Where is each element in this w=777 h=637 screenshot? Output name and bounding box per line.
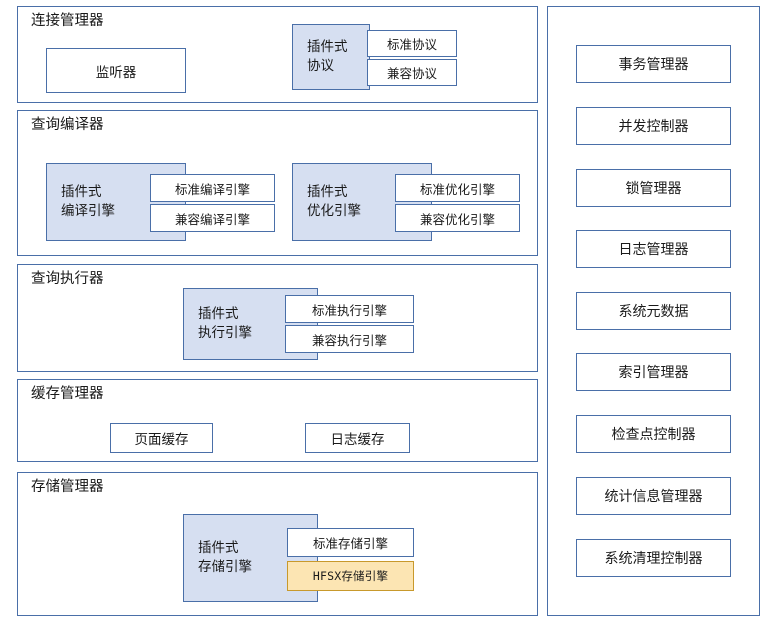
plugin-label-line-1: 插件式 [61, 184, 102, 200]
engine-hfsx-storage[interactable]: HFSX存储引擎 [287, 561, 414, 591]
panel-item-system-cleanup-controller[interactable]: 系统清理控制器 [576, 539, 731, 577]
engine-standard-compile[interactable]: 标准编译引擎 [150, 174, 275, 202]
section-title: 缓存管理器 [31, 386, 104, 402]
section-title: 查询编译器 [31, 117, 104, 133]
engine-compatible-protocol[interactable]: 兼容协议 [367, 59, 457, 86]
section-title: 连接管理器 [31, 13, 104, 29]
plugin-label-line-1: 插件式 [307, 184, 348, 200]
plugin-label-line-2: 协议 [307, 58, 334, 73]
panel-item-index-manager[interactable]: 索引管理器 [576, 353, 731, 391]
section-title: 存储管理器 [31, 479, 104, 495]
plugin-label-line-1: 插件式 [307, 39, 348, 55]
panel-item-concurrency-controller[interactable]: 并发控制器 [576, 107, 731, 145]
panel-item-statistics-manager[interactable]: 统计信息管理器 [576, 477, 731, 515]
panel-item-log-manager[interactable]: 日志管理器 [576, 230, 731, 268]
box-page-cache[interactable]: 页面缓存 [110, 423, 213, 453]
plugin-label-line-1: 插件式 [198, 306, 239, 322]
box-log-cache[interactable]: 日志缓存 [305, 423, 410, 453]
plugin-label-line-2: 执行引擎 [198, 325, 252, 340]
plugin-label-line-2: 优化引擎 [307, 203, 361, 218]
plugin-protocol[interactable]: 插件式 协议 [292, 24, 370, 90]
engine-standard-execute[interactable]: 标准执行引擎 [285, 295, 414, 323]
engine-standard-storage[interactable]: 标准存储引擎 [287, 528, 414, 557]
plugin-label-line-2: 存储引擎 [198, 559, 252, 574]
plugin-label-line-2: 编译引擎 [61, 203, 115, 218]
panel-item-transaction-manager[interactable]: 事务管理器 [576, 45, 731, 83]
panel-item-system-metadata[interactable]: 系统元数据 [576, 292, 731, 330]
panel-item-lock-manager[interactable]: 锁管理器 [576, 169, 731, 207]
engine-compatible-optimize[interactable]: 兼容优化引擎 [395, 204, 520, 232]
engine-standard-optimize[interactable]: 标准优化引擎 [395, 174, 520, 202]
engine-compatible-compile[interactable]: 兼容编译引擎 [150, 204, 275, 232]
plugin-label-line-1: 插件式 [198, 540, 239, 556]
box-listener[interactable]: 监听器 [46, 48, 186, 93]
section-title: 查询执行器 [31, 271, 104, 287]
engine-standard-protocol[interactable]: 标准协议 [367, 30, 457, 57]
section-cache-manager: 缓存管理器 [17, 379, 538, 462]
engine-compatible-execute[interactable]: 兼容执行引擎 [285, 325, 414, 353]
panel-item-checkpoint-controller[interactable]: 检查点控制器 [576, 415, 731, 453]
